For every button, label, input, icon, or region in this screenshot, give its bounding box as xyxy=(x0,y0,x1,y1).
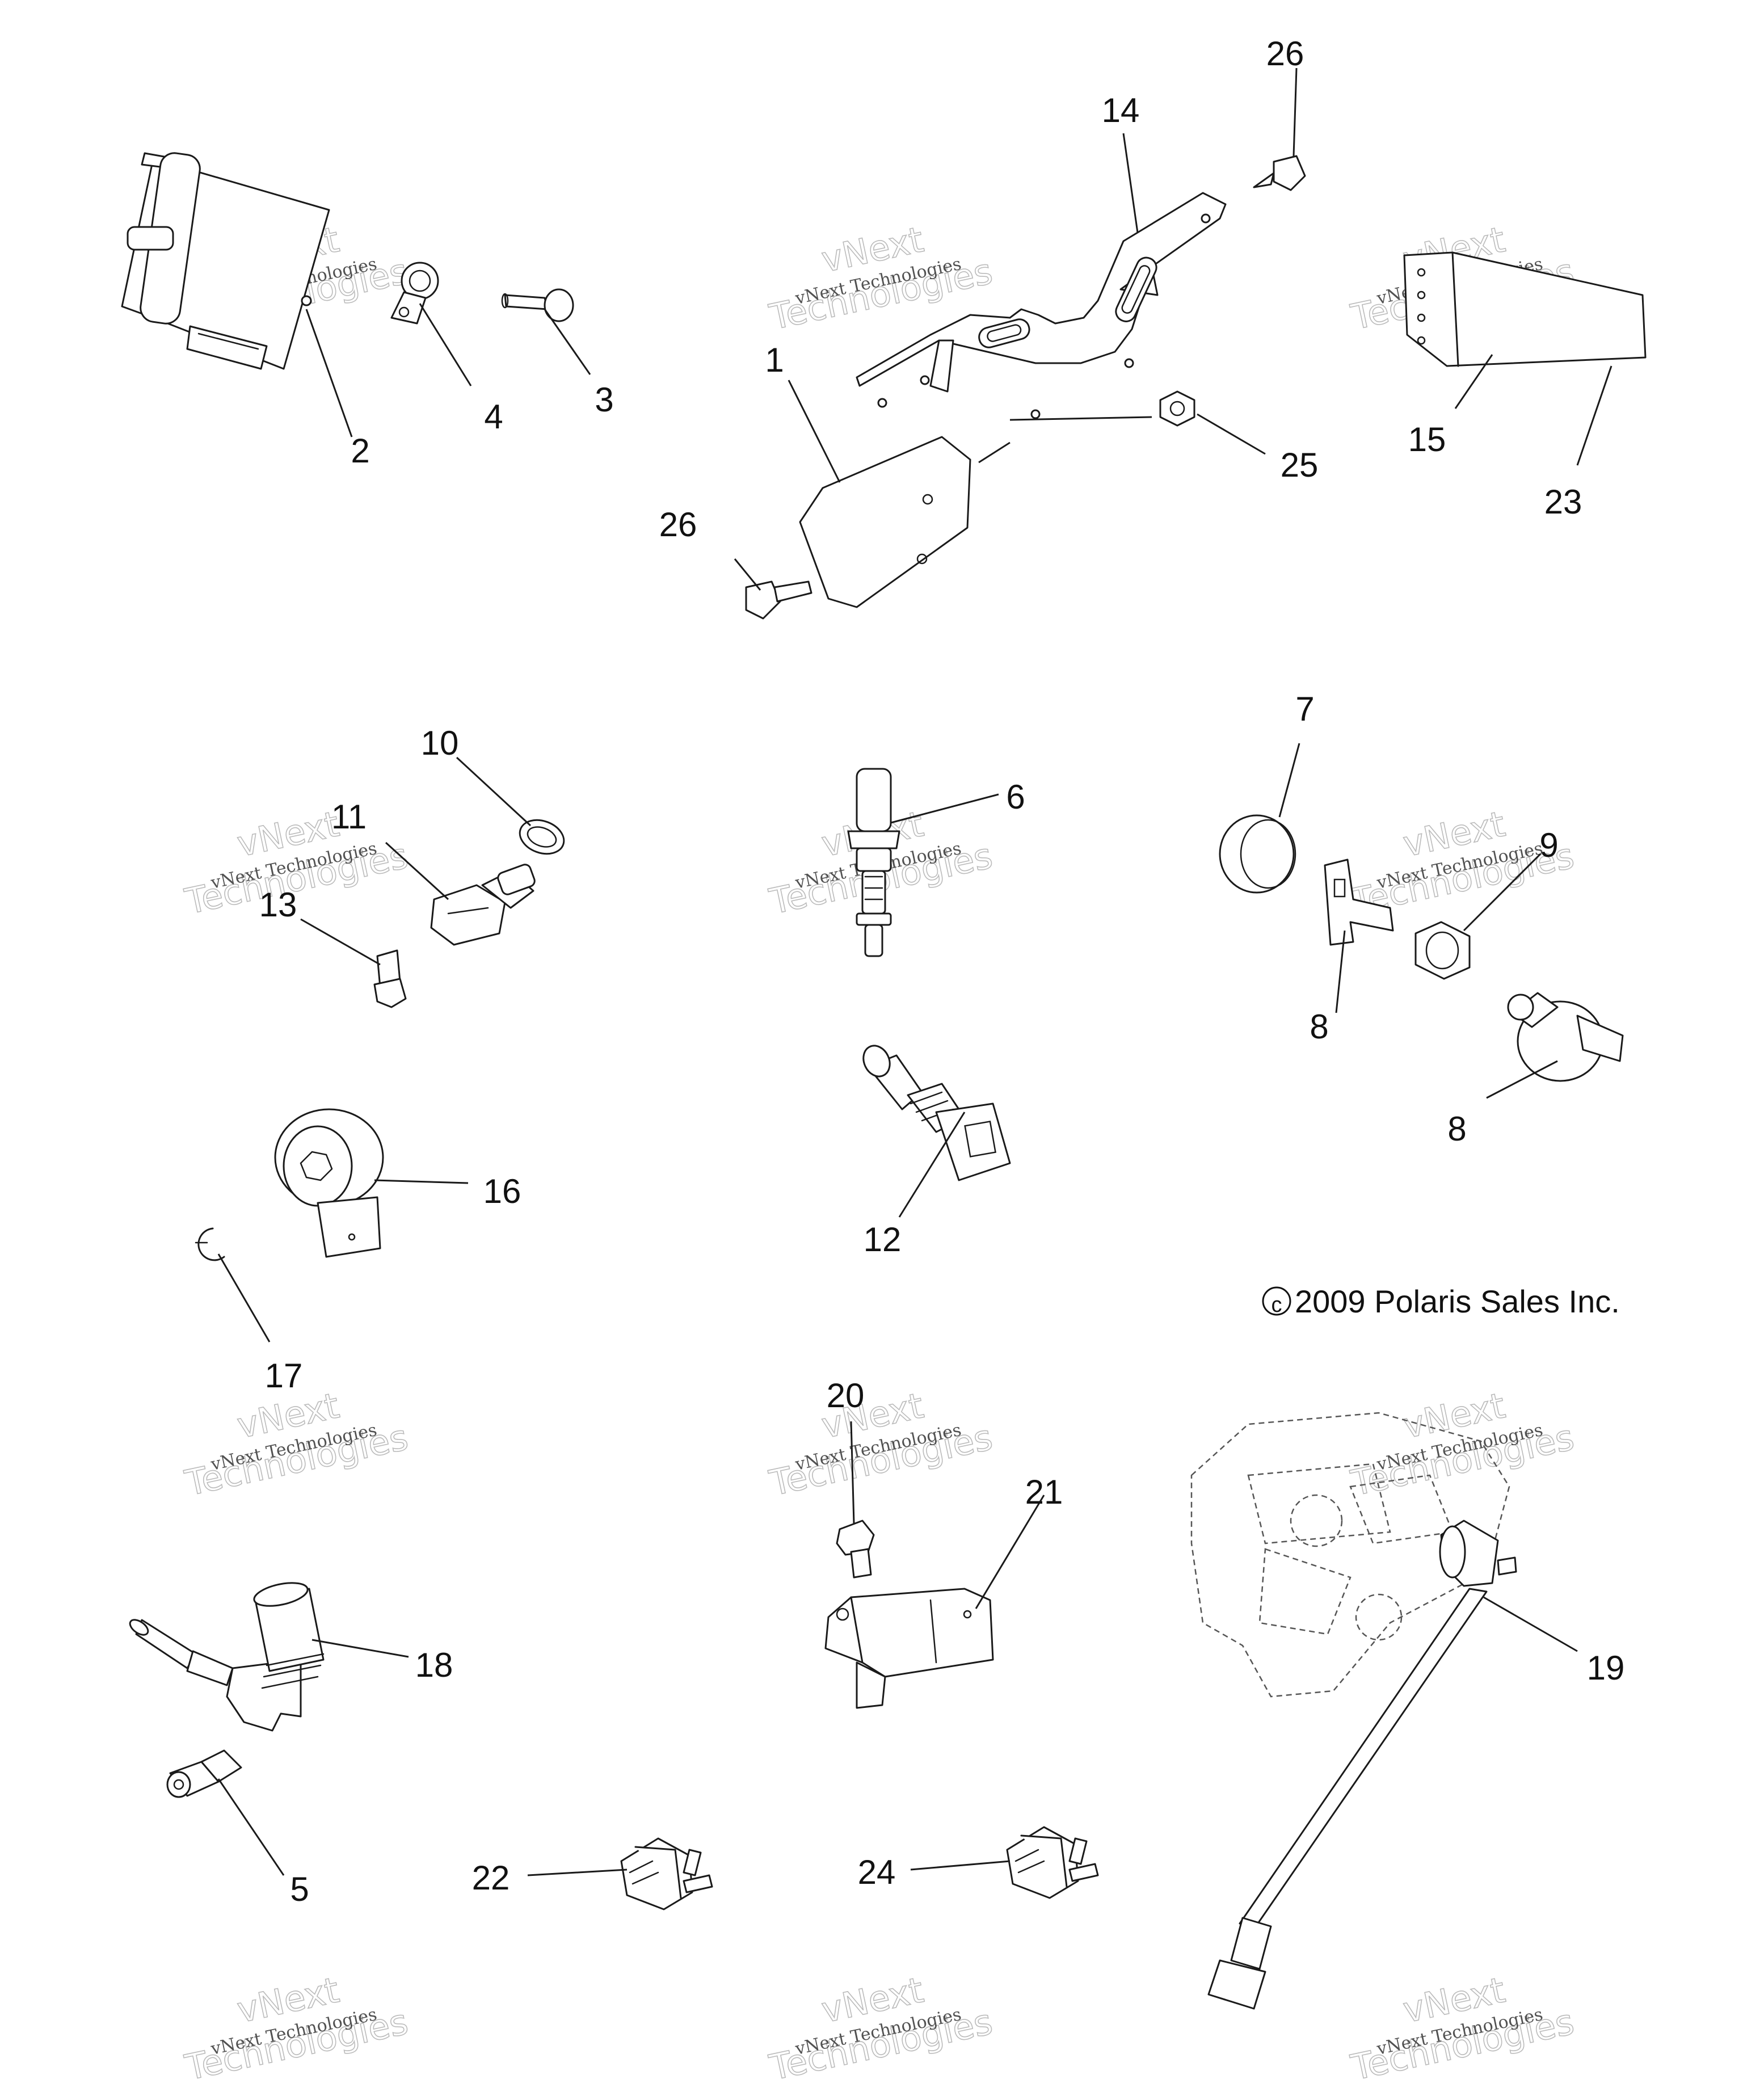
part-13-bolt xyxy=(373,949,407,1008)
callout-13: 13 xyxy=(259,886,297,924)
svg-text:2009 Polaris Sales Inc.: 2009 Polaris Sales Inc. xyxy=(1295,1283,1620,1319)
callout-24: 24 xyxy=(858,1853,896,1891)
copyright-notice: c 2009 Polaris Sales Inc. xyxy=(1262,1283,1620,1319)
part-10-o-ring xyxy=(519,819,565,855)
callout-25: 25 xyxy=(1281,446,1319,484)
callout-4: 4 xyxy=(484,398,503,436)
callout-8-switch: 8 xyxy=(1447,1110,1466,1148)
part-12-temperature-sensor xyxy=(862,1045,1011,1181)
watermark: Technologies vNext vNext Technologies xyxy=(1347,1384,1578,1504)
callout-26-lower: 26 xyxy=(659,506,697,544)
part-8-tab-bracket xyxy=(1324,858,1394,946)
svg-text:c: c xyxy=(1272,1293,1282,1317)
watermark: Technologies vNext vNext Technologies xyxy=(1347,1968,1578,2089)
callout-11: 11 xyxy=(331,798,367,836)
callout-14: 14 xyxy=(1102,91,1140,129)
part-14-mounting-bracket xyxy=(856,192,1227,419)
part-6-sensor xyxy=(847,768,900,957)
part-7-cap xyxy=(1219,814,1296,894)
callout-15: 15 xyxy=(1408,420,1446,458)
part-11-sensor xyxy=(430,864,536,946)
callout-1: 1 xyxy=(765,341,784,379)
part-9-nut xyxy=(1414,921,1471,980)
part-1-cover-plate xyxy=(799,436,971,608)
part-2-ecu-module xyxy=(121,152,330,370)
callout-17: 17 xyxy=(265,1357,303,1395)
part-5-bolt xyxy=(166,1749,242,1798)
callout-10: 10 xyxy=(421,724,459,762)
part-18-speed-sensor xyxy=(129,1582,325,1732)
part-26-screw-lower xyxy=(745,580,812,620)
callout-18: 18 xyxy=(415,1646,453,1684)
part-17-e-clip xyxy=(195,1227,225,1261)
callout-26-top: 26 xyxy=(1266,35,1304,73)
part-22-relay xyxy=(620,1837,713,1910)
part-16-knock-sensor xyxy=(274,1108,384,1258)
part-19-engine-ghost xyxy=(1190,1412,1510,1698)
part-25-nut xyxy=(1159,390,1195,427)
callout-5: 5 xyxy=(290,1870,309,1908)
callout-3: 3 xyxy=(595,381,613,419)
watermark: Technologies vNext vNext Technologies xyxy=(765,1968,996,2089)
callout-23: 23 xyxy=(1544,483,1582,521)
part-4-cable-clamp xyxy=(390,262,439,325)
callout-20: 20 xyxy=(827,1377,865,1415)
watermark: Technologies vNext vNext Technologies xyxy=(765,1384,996,1504)
watermark: Technologies vNext vNext Technologies xyxy=(765,218,996,338)
part-20-bolt xyxy=(836,1520,875,1579)
part-24-relay xyxy=(1006,1826,1099,1899)
callout-19: 19 xyxy=(1587,1649,1625,1687)
part-26-screw-top xyxy=(1253,155,1306,191)
leader-lines xyxy=(217,68,1613,1876)
callout-8-tab: 8 xyxy=(1310,1008,1328,1046)
callout-9: 9 xyxy=(1539,826,1558,864)
callout-2: 2 xyxy=(351,432,369,470)
callout-16: 16 xyxy=(483,1172,521,1210)
callout-6: 6 xyxy=(1006,778,1025,816)
part-23-relay-block xyxy=(1403,251,1647,367)
part-3-bolt xyxy=(501,288,574,322)
callout-22: 22 xyxy=(472,1859,510,1897)
part-8-pressure-switch xyxy=(1507,992,1624,1082)
part-21-map-sensor xyxy=(824,1588,994,1709)
part-19-position-sensor xyxy=(1207,1520,1517,2010)
callout-7: 7 xyxy=(1295,690,1314,728)
watermark: Technologies vNext vNext Technologies xyxy=(181,1968,412,2089)
callout-21: 21 xyxy=(1025,1473,1063,1511)
callout-12: 12 xyxy=(864,1221,902,1259)
callouts: 2 4 3 1 14 25 26 26 15 23 10 11 13 6 7 9… xyxy=(259,35,1625,1908)
